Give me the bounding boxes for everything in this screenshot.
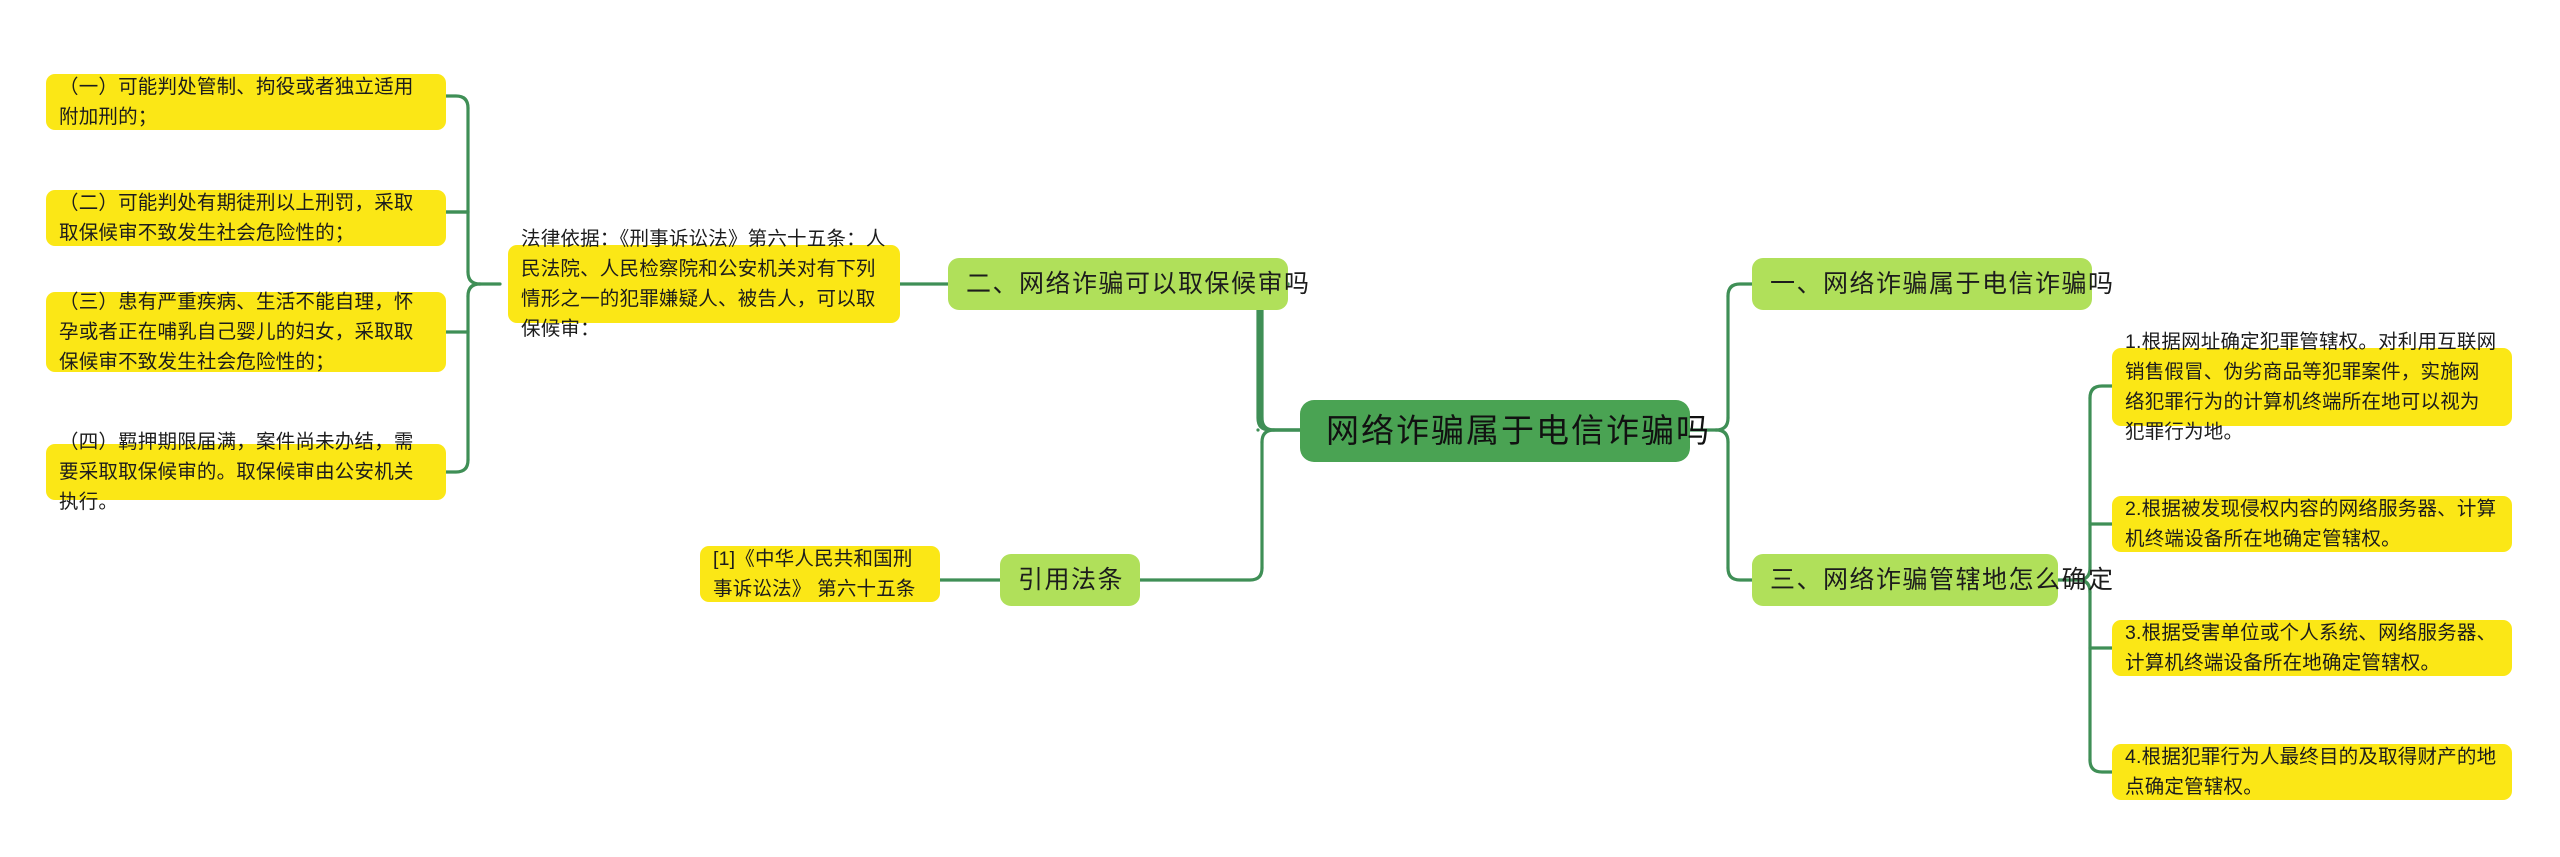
branch-node-topic-3-label: 三、网络诈骗管辖地怎么确定 [1770,565,2115,594]
leaf-node-condition-2[interactable]: （二）可能判处有期徒刑以上刑罚，采取取保候审不致发生社会危险性的； [46,190,446,246]
edge-right-join-down [1714,428,1730,444]
leaf-node-jurisdiction-4-text: 4.根据犯罪行为人最终目的及取得财产的地点确定管辖权。 [2125,745,2497,798]
leaf-node-jurisdiction-2[interactable]: 2.根据被发现侵权内容的网络服务器、计算机终端设备所在地确定管辖权。 [2112,496,2512,552]
branch-node-cited-laws[interactable]: 引用法条 [1000,554,1140,606]
edge-root-to-right-branch-1 [1726,282,1754,298]
branch-node-topic-1[interactable]: 一、网络诈骗属于电信诈骗吗 [1752,258,2115,310]
leaf-node-jurisdiction-3[interactable]: 3.根据受害单位或个人系统、网络服务器、计算机终端设备所在地确定管辖权。 [2112,620,2512,676]
branch-node-topic-2-label: 二、网络诈骗可以取保候审吗 [966,269,1311,298]
leaf-node-legal-basis-text: 法律依据：《刑事诉讼法》第六十五条：人民法院、人民检察院和公安机关对有下列情形之… [521,227,886,341]
branch-node-topic-3[interactable]: 三、网络诈骗管辖地怎么确定 [1752,554,2115,606]
leaf-node-condition-1-text: （一）可能判处管制、拘役或者独立适用附加刑的； [59,75,414,128]
leaf-node-condition-1[interactable]: （一）可能判处管制、拘役或者独立适用附加刑的； [46,74,446,130]
leaf-node-cited-law-1[interactable]: [1]《中华人民共和国刑事诉讼法》 第六十五条 [700,546,940,602]
leaf-node-jurisdiction-3-text: 3.根据受害单位或个人系统、网络服务器、计算机终端设备所在地确定管辖权。 [2125,621,2497,674]
branch-node-topic-2[interactable]: 二、网络诈骗可以取保候审吗 [948,258,1311,310]
edge-root-to-left-branch-2 [1138,566,1264,582]
leaf-node-jurisdiction-1-text: 1.根据网址确定犯罪管辖权。对利用互联网销售假冒、伪劣商品等犯罪案件，实施网络犯… [2125,330,2497,444]
edge-right-join-up [1714,416,1730,432]
leaf-node-condition-3-text: （三）患有严重疾病、生活不能自理，怀孕或者正在哺乳自己婴儿的妇女，采取取保候审不… [59,290,414,374]
edge-right-item-4 [2088,758,2114,774]
edge-root-to-right-branch-3 [1726,566,1754,582]
root-node[interactable]: 网络诈骗属于电信诈骗吗 [1300,400,1711,462]
edge-right-item-1 [2088,384,2114,400]
branch-node-cited-laws-label: 引用法条 [1018,565,1125,594]
leaf-node-legal-basis[interactable]: 法律依据：《刑事诉讼法》第六十五条：人民法院、人民检察院和公安机关对有下列情形之… [508,228,900,340]
leaf-node-condition-3[interactable]: （三）患有严重疾病、生活不能自理，怀孕或者正在哺乳自己婴儿的妇女，采取取保候审不… [46,291,446,373]
leaf-node-jurisdiction-1[interactable]: 1.根据网址确定犯罪管辖权。对利用互联网销售假冒、伪劣商品等犯罪案件，实施网络犯… [2112,331,2512,443]
leaf-node-condition-4-text: （四）羁押期限届满，案件尚未办结，需要采取取保候审的。取保候审由公安机关执行。 [59,430,414,514]
edge-items-join-down [466,282,482,298]
edge-item-1 [444,94,470,110]
edge-left-spine-join-bottom [1260,428,1276,444]
leaf-node-cited-law-1-text: [1]《中华人民共和国刑事诉讼法》 第六十五条 [713,547,916,600]
branch-node-topic-1-label: 一、网络诈骗属于电信诈骗吗 [1770,269,2115,298]
leaf-node-condition-4[interactable]: （四）羁押期限届满，案件尚未办结，需要采取取保候审的。取保候审由公安机关执行。 [46,431,446,513]
leaf-node-jurisdiction-4[interactable]: 4.根据犯罪行为人最终目的及取得财产的地点确定管辖权。 [2112,744,2512,800]
leaf-node-jurisdiction-2-text: 2.根据被发现侵权内容的网络服务器、计算机终端设备所在地确定管辖权。 [2125,497,2497,550]
root-node-label: 网络诈骗属于电信诈骗吗 [1326,412,1711,450]
edge-left-spine-join-top [1260,416,1276,432]
leaf-node-condition-2-text: （二）可能判处有期徒刑以上刑罚，采取取保候审不致发生社会危险性的； [59,191,414,244]
edge-item-4 [444,458,470,474]
edge-items-join-up [466,270,482,286]
